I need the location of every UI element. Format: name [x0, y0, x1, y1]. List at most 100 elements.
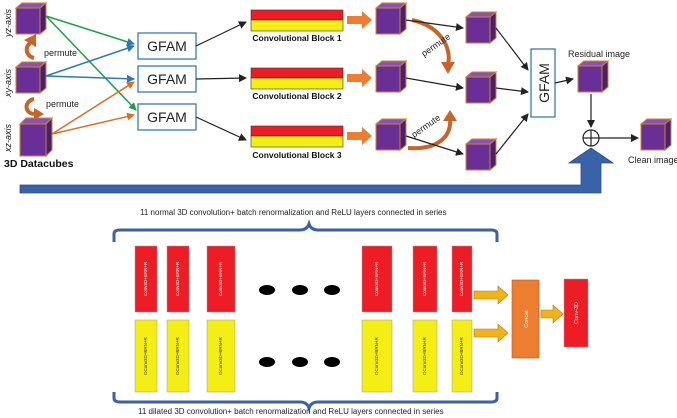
connector-gfam-residual [554, 76, 574, 85]
feature-cube-3 [374, 117, 408, 152]
svg-text:Conv3D+BRN+R: Conv3D+BRN+R [175, 261, 180, 296]
clean-image-cube [639, 117, 673, 152]
residual-image-label: Residual image [568, 49, 630, 59]
gfam-label-3: GFAM [147, 109, 187, 125]
gfam-block-3: GFAM [137, 103, 197, 131]
conv3d-output-block: Conv-3D [563, 278, 589, 348]
input-cube-xy [14, 60, 48, 95]
connector-gfam2-conv2 [195, 74, 247, 83]
permuted-cube-2 [464, 70, 498, 105]
conv-block-2 [250, 67, 344, 90]
permute-label-left-2: permute [46, 99, 79, 109]
svg-text:Conv3D+BRN+R: Conv3D+BRN+R [422, 261, 427, 296]
curly-brace-top [112, 219, 499, 242]
gfam-block-fusion: GFAM [530, 48, 556, 118]
svg-text:DConv3D+BRN+R: DConv3D+BRN+R [143, 336, 148, 374]
yz-axis-label: yz-axis [3, 8, 13, 38]
conv-layer-4: Conv3D+BRN+R [361, 245, 393, 313]
concat-block: Concat [511, 279, 540, 359]
connector-cube1-right [405, 19, 464, 31]
connector-r3-gfam [495, 113, 529, 155]
connector-xz-gfam3 [51, 112, 135, 135]
conv-block-1 [250, 9, 344, 32]
conv-layers: Conv3D+BRN+R Conv3D+BRN+R Conv3D+BRN+R C… [134, 245, 473, 313]
xy-axis-label: xy-axis [3, 68, 13, 98]
ellipsis-dot [259, 285, 275, 295]
arrow-to-concat-bottom [473, 323, 509, 343]
dconv-layer-3: DConv3D+BRN+R [206, 319, 236, 393]
dconv-layer-6: DConv3D+BRN+R [451, 319, 473, 393]
residual-image-cube [576, 59, 610, 94]
concat-label: Concat [524, 310, 530, 328]
svg-text:DConv3D+BRN+R: DConv3D+BRN+R [374, 336, 379, 374]
permute-arrow-left-2 [24, 97, 44, 120]
connector-cube2-right [405, 77, 464, 91]
datacubes-label: 3D Datacubes [4, 158, 74, 170]
svg-text:Conv3D+BRN+R: Conv3D+BRN+R [143, 261, 148, 296]
gfam-fusion-label: GFAM [536, 63, 552, 103]
xz-axis-label: xz-axis [3, 123, 13, 153]
connector-gfam3-conv3 [195, 116, 247, 141]
permute-label-left-1: permute [44, 48, 77, 58]
connector-r1-gfam [495, 27, 529, 71]
conv-layer-2: Conv3D+BRN+R [166, 245, 190, 313]
svg-text:DConv3D+BRN+R: DConv3D+BRN+R [175, 336, 180, 374]
ellipsis-dot [324, 357, 340, 367]
connector-gfam1-conv1 [195, 21, 247, 47]
permute-arrow-right-2 [407, 110, 457, 151]
feature-cube-1 [374, 1, 408, 36]
svg-text:Conv3D+BRN+R: Conv3D+BRN+R [374, 261, 379, 296]
gfam-label-2: GFAM [147, 71, 187, 87]
connector-xy-gfam1 [45, 44, 135, 77]
block-arrow-3 [347, 127, 372, 145]
permuted-cube-1 [464, 10, 498, 45]
conv-block-3 [250, 125, 344, 148]
svg-text:Conv3D+BRN+R: Conv3D+BRN+R [218, 261, 223, 296]
clean-image-label: Clean image [628, 155, 677, 165]
conv-block-2-label: Convolutional Block 2 [252, 91, 342, 101]
svg-text:DConv3D+BRN+R: DConv3D+BRN+R [422, 336, 427, 374]
conv-layer-6: Conv3D+BRN+R [451, 245, 473, 313]
connector-xz-gfam2 [51, 81, 135, 135]
connector-yz-gfam1 [45, 15, 135, 46]
input-cube-xz [18, 116, 54, 158]
svg-text:Conv3D+BRN+R: Conv3D+BRN+R [459, 261, 464, 296]
connector-yz-gfam3 [45, 15, 137, 111]
dconv-layers: DConv3D+BRN+R DConv3D+BRN+R DConv3D+BRN+… [134, 319, 473, 393]
conv3d-output-label: Conv-3D [574, 302, 580, 324]
permute-label-right-2: permute [409, 113, 442, 140]
conv-layer-5: Conv3D+BRN+R [412, 245, 438, 313]
conv-block-1-label: Convolutional Block 1 [252, 33, 342, 43]
block-arrow-1 [347, 11, 372, 29]
curly-brace-bottom [112, 392, 499, 413]
ellipsis-dot [292, 285, 308, 295]
gfam-block-2: GFAM [137, 65, 197, 93]
input-cube-yz [14, 1, 48, 36]
connector-xy-gfam2 [45, 74, 135, 83]
dilated-layers-caption: 11 dilated 3D convolution+ batch renorma… [138, 407, 444, 416]
arrow-to-concat-top [473, 285, 509, 305]
dconv-layer-2: DConv3D+BRN+R [166, 319, 190, 393]
ellipsis-dot [292, 357, 308, 367]
block-arrow-2 [347, 69, 372, 87]
svg-text:DConv3D+BRN+R: DConv3D+BRN+R [218, 336, 223, 374]
permute-arrow-left-1 [24, 34, 37, 60]
conv-block-3-label: Convolutional Block 3 [252, 150, 342, 160]
feedback-arrow [19, 147, 615, 194]
dconv-layer-4: DConv3D+BRN+R [361, 319, 393, 393]
sum-node [582, 129, 600, 147]
permuted-cube-3 [464, 137, 498, 172]
conv-layer-3: Conv3D+BRN+R [206, 245, 236, 313]
connector-r2-gfam [495, 87, 529, 96]
conv-layer-1: Conv3D+BRN+R [134, 245, 158, 313]
connector-cube3-right [405, 135, 464, 156]
dconv-layer-5: DConv3D+BRN+R [412, 319, 438, 393]
svg-text:DConv3D+BRN+R: DConv3D+BRN+R [459, 336, 464, 374]
gfam-block-1: GFAM [137, 32, 197, 60]
ellipsis-dot [324, 285, 340, 295]
dconv-layer-1: DConv3D+BRN+R [134, 319, 158, 393]
ellipsis-dot [259, 357, 275, 367]
feature-cube-2 [374, 59, 408, 94]
normal-layers-caption: 11 normal 3D convolution+ batch renormal… [140, 208, 446, 217]
